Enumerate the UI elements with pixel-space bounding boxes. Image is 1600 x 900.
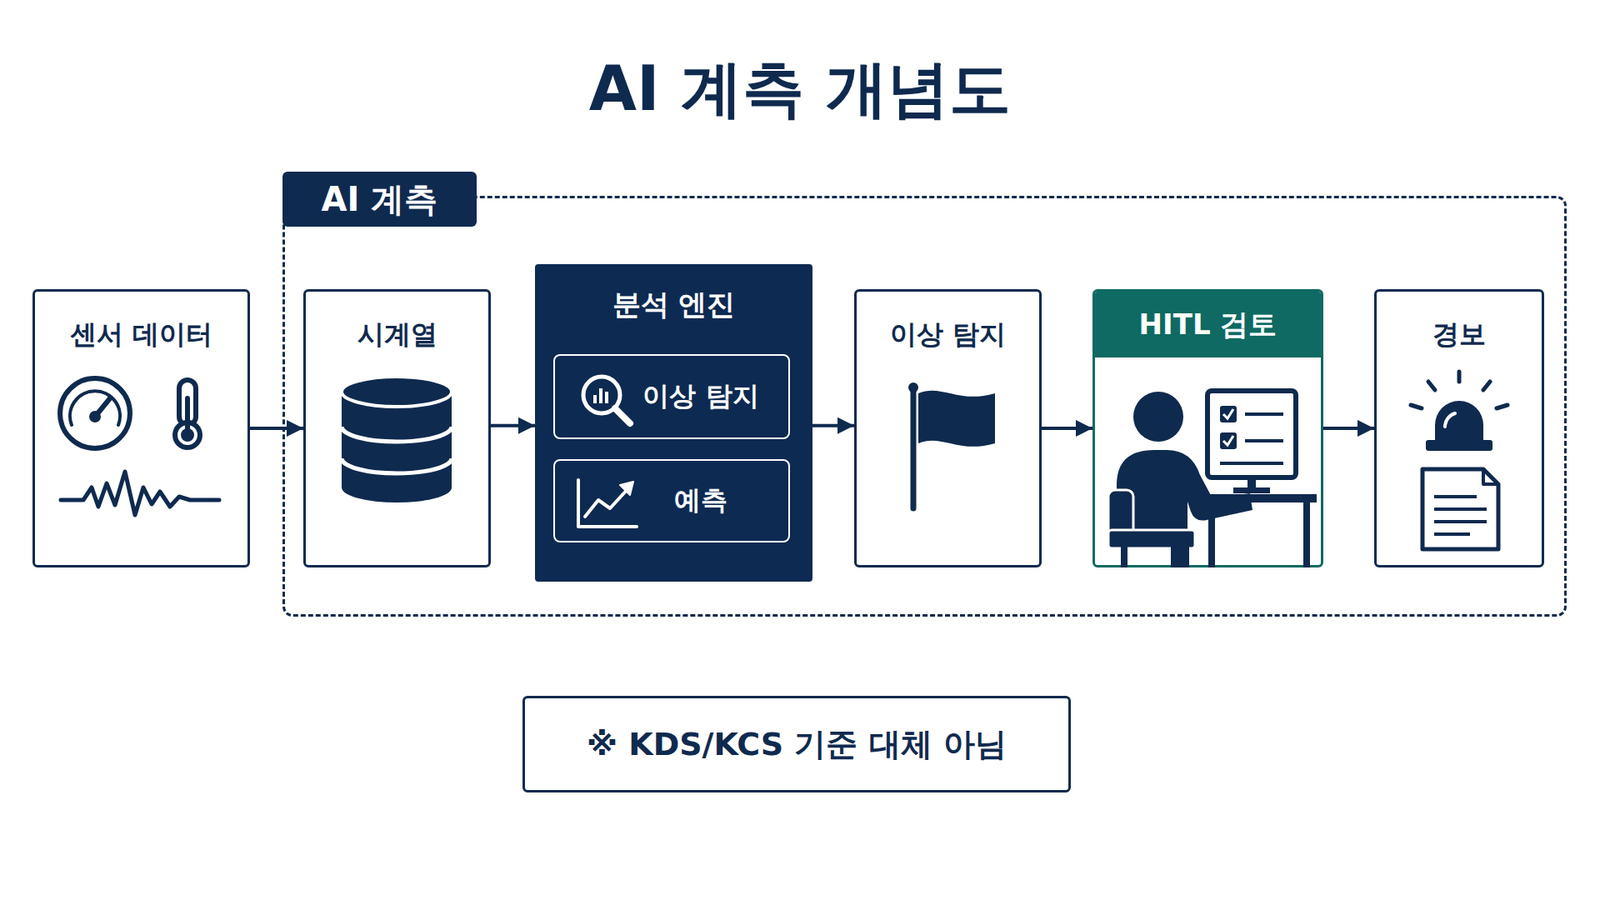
reviewer-illustration-part [1223, 409, 1234, 419]
thermometer-icon-part [185, 398, 190, 432]
function-box: 이상 탐지 [553, 354, 790, 440]
flow-arrow [812, 424, 855, 428]
report-document-icon-part [1483, 469, 1499, 485]
alarm-light-icon-part [1410, 405, 1422, 409]
alarm-light-icon-part [1428, 381, 1435, 390]
reviewer-illustration [1108, 390, 1317, 568]
thermometer-icon [175, 380, 200, 448]
reviewer-illustration-part [1233, 487, 1270, 494]
reviewer-illustration-part [1220, 461, 1284, 465]
report-document-icon-part [1434, 532, 1470, 536]
note-box: ※ KDS/KCS 기준 대체 아님 [522, 695, 1071, 793]
thermometer-icon-part [180, 428, 195, 442]
trend-chart-icon-part [620, 481, 634, 495]
group-tab: AI 계측 [282, 171, 477, 227]
magnifier-icon-part [583, 376, 620, 414]
alarm-light-icon-part [1457, 371, 1462, 382]
box-title: 시계열 [305, 316, 489, 354]
reviewer-illustration-part [1108, 530, 1195, 549]
gauge-icon [60, 378, 130, 449]
trend-chart-icon-part [585, 488, 629, 517]
reviewer-illustration-part [1207, 390, 1296, 478]
engine-title: 분석 엔진 [535, 285, 813, 325]
reviewer-illustration-part [1116, 450, 1253, 538]
gauge-icon-part [89, 410, 101, 423]
waveform-icon-part [60, 471, 220, 515]
waveform-icon [60, 471, 220, 515]
review-box: HITL 검토 [1092, 289, 1324, 568]
box-title: 이상 탐지 [856, 316, 1040, 354]
report-document-icon-part [1434, 507, 1487, 511]
box-title: 센서 데이터 [35, 316, 248, 354]
flow-arrow [1041, 426, 1093, 430]
database-icon [341, 376, 452, 503]
magnifier-icon-part [605, 391, 609, 404]
gauge-icon-part [95, 398, 110, 417]
process-box: 이상 탐지 [854, 289, 1042, 568]
reviewer-illustration-part [1245, 412, 1284, 416]
flag-icon-part [910, 388, 917, 509]
database-icon-part [341, 426, 452, 442]
gauge-icon-part [70, 390, 120, 425]
magnifier-icon-part [599, 388, 603, 404]
flow-arrow [1323, 426, 1375, 430]
flag-icon-part [918, 390, 995, 447]
reviewer-illustration-part [1220, 405, 1237, 423]
note-text: ※ KDS/KCS 기준 대체 아님 [586, 723, 1007, 766]
reviewer-illustration-part [1303, 502, 1310, 568]
group-label: AI 계측 [321, 176, 439, 223]
alarm-light-icon-part [1483, 381, 1490, 390]
reviewer-illustration-part [1133, 391, 1184, 442]
process-box: 시계열 [303, 289, 491, 568]
diagram-title: AI 계측 개념도 [0, 48, 1600, 132]
report-document-icon-part [1422, 469, 1499, 550]
box-title: 경보 [1376, 316, 1542, 354]
function-box: 예측 [553, 459, 790, 543]
process-box: 경보 [1374, 289, 1545, 568]
alarm-light-icon-part [1445, 413, 1455, 427]
gauge-icon-part [60, 378, 130, 449]
report-document-icon [1422, 469, 1499, 550]
reviewer-illustration-part [1208, 502, 1215, 568]
trend-chart-icon-part [578, 480, 637, 527]
report-document-icon-part [1434, 495, 1477, 499]
reviewer-illustration-part [1223, 435, 1234, 445]
database-icon-part [341, 472, 452, 503]
thermometer-icon-part [175, 422, 200, 448]
engine-box: 분석 엔진이상 탐지예측 [535, 264, 813, 582]
magnifier-icon [583, 376, 630, 424]
database-icon-part [341, 376, 452, 407]
reviewer-illustration-part [1170, 537, 1190, 568]
reviewer-illustration-part [1120, 546, 1128, 568]
review-title: HITL 검토 [1139, 305, 1278, 345]
reviewer-illustration-part [1220, 432, 1237, 450]
reviewer-illustration-part [1245, 439, 1284, 443]
review-header: HITL 검토 [1095, 291, 1321, 358]
group-frame: AI 계측시계열분석 엔진이상 탐지예측이상 탐지HITL 검토경보 [282, 171, 1567, 617]
trend-chart-icon [578, 480, 637, 527]
magnifier-icon-part [615, 408, 630, 424]
reviewer-illustration-part [1108, 490, 1134, 550]
reviewer-illustration-part [1200, 494, 1317, 503]
function-label: 이상 탐지 [642, 378, 759, 415]
flow-arrow [250, 426, 304, 430]
database-icon-part [341, 391, 452, 488]
process-box: 센서 데이터 [32, 289, 250, 568]
alarm-light-icon [1410, 371, 1508, 451]
flag-icon-part [908, 382, 919, 393]
database-icon-part [341, 458, 452, 474]
alarm-light-icon-part [1425, 440, 1493, 451]
magnifier-icon-part [593, 395, 597, 404]
report-document-icon-part [1434, 520, 1487, 524]
function-label: 예측 [674, 482, 728, 520]
flow-arrow [490, 424, 535, 428]
thermometer-icon-part [179, 380, 196, 425]
alarm-light-icon-part [1496, 405, 1508, 409]
reviewer-illustration-part [1247, 477, 1256, 490]
flag-icon [908, 382, 995, 509]
alarm-light-icon-part [1435, 400, 1484, 440]
